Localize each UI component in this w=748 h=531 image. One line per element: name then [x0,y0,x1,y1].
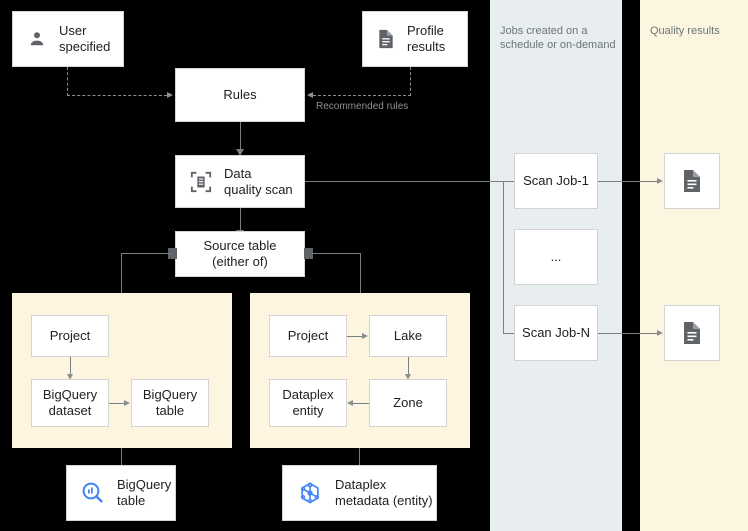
edge-source-to-bq-vertical [121,253,122,293]
edge-dp-lake-to-zone-arrowhead [404,374,411,380]
panel-quality [640,0,748,531]
edge-jobn-to-resultn [598,333,658,334]
node-user-specified[interactable]: User specified [12,11,124,67]
edge-dp-lake-to-zone [408,357,409,375]
node-profile-results[interactable]: Profile results [362,11,468,67]
scan-icon [190,171,212,193]
node-bq-table-label: BigQuery table [142,387,198,418]
edge-dp-project-to-lake [347,336,363,337]
edge-source-to-bq-horizontal [121,253,171,254]
node-dp-entity[interactable]: Dataplex entity [269,379,347,427]
edge-jobs-branch-1 [503,181,514,182]
edge-rules-to-scan-arrowhead [236,149,244,156]
node-bq-project-label: Project [49,328,91,343]
node-profile-results-label: Profile results [407,23,446,54]
edge-bq-dataset-to-table [109,403,125,404]
edge-jobs-trunk-vertical [503,181,504,333]
node-legend-bigquery-label: BigQuery table [117,477,172,508]
edge-bq-project-to-dataset-arrowhead [66,374,73,380]
connector-source-left [168,248,177,259]
document-icon [377,29,395,49]
edge-source-to-dp-vertical [360,253,361,293]
edge-dp-project-to-lake-arrowhead [362,332,368,339]
node-bq-table[interactable]: BigQuery table [131,379,209,427]
node-rules-label: Rules [223,87,257,102]
edge-jobn-to-resultn-arrowhead [657,329,663,336]
document-icon [682,169,702,193]
edge-rules-to-scan [240,122,241,150]
edge-user-to-rules-horizontal [67,95,167,96]
dataplex-icon [297,480,323,506]
node-scan-job-n[interactable]: Scan Job-N [514,305,598,361]
node-bq-project[interactable]: Project [31,315,109,357]
edge-profile-to-rules-arrowhead [307,91,313,98]
node-scan-job-ellipsis[interactable]: ... [514,229,598,285]
node-dp-lake-label: Lake [393,328,423,343]
node-rules[interactable]: Rules [175,68,305,122]
panel-quality-label: Quality results [650,25,720,37]
node-data-quality-scan[interactable]: Data quality scan [175,155,305,208]
node-dp-entity-label: Dataplex entity [282,387,334,418]
edge-bqgroup-to-legend [121,448,122,465]
edge-dpgroup-to-legend [359,448,360,465]
edge-dp-zone-to-entity [353,403,369,404]
node-scan-job-ellipsis-label: ... [550,249,562,264]
node-source-table[interactable]: Source table (either of) [175,231,305,277]
node-legend-dataplex-label: Dataplex metadata (entity) [335,477,433,508]
edge-user-to-rules-arrowhead [167,91,173,98]
node-dp-project-label: Project [287,328,329,343]
node-dp-zone[interactable]: Zone [369,379,447,427]
edge-user-to-rules-vertical [67,67,68,96]
node-bq-dataset[interactable]: BigQuery dataset [31,379,109,427]
node-dp-project[interactable]: Project [269,315,347,357]
connector-source-right [304,248,313,259]
edge-bq-dataset-to-table-arrowhead [124,399,130,406]
node-scan-job-1[interactable]: Scan Job-1 [514,153,598,209]
node-data-quality-scan-label: Data quality scan [224,165,293,197]
node-quality-result-1[interactable] [664,153,720,209]
edge-profile-to-rules-vertical [410,67,411,96]
node-scan-job-n-label: Scan Job-N [522,325,590,340]
edge-label-recommended-rules: Recommended rules [316,101,409,112]
bigquery-icon [81,481,105,505]
node-source-table-label: Source table (either of) [203,238,277,269]
node-bq-dataset-label: BigQuery dataset [42,387,98,418]
node-dp-lake[interactable]: Lake [369,315,447,357]
node-user-specified-label: User specified [59,23,111,54]
edge-bq-project-to-dataset [70,357,71,375]
edge-scan-to-source [240,208,241,231]
document-icon [682,321,702,345]
edge-jobs-branch-n [503,333,514,334]
node-scan-job-1-label: Scan Job-1 [523,173,589,188]
edge-source-to-dp-horizontal [311,253,361,254]
edge-scan-to-jobs-trunk [305,181,503,182]
panel-jobs-label: Jobs created on a schedule or on-demand [500,25,616,51]
node-legend-bigquery[interactable]: BigQuery table [66,465,176,521]
edge-dp-zone-to-entity-arrowhead [347,399,353,406]
node-dp-zone-label: Zone [393,395,423,410]
edge-job1-to-result1 [598,181,658,182]
edge-profile-to-rules-horizontal [313,95,411,96]
edge-job1-to-result1-arrowhead [657,177,663,184]
person-icon [27,29,47,49]
node-legend-dataplex[interactable]: Dataplex metadata (entity) [282,465,437,521]
node-quality-result-n[interactable] [664,305,720,361]
